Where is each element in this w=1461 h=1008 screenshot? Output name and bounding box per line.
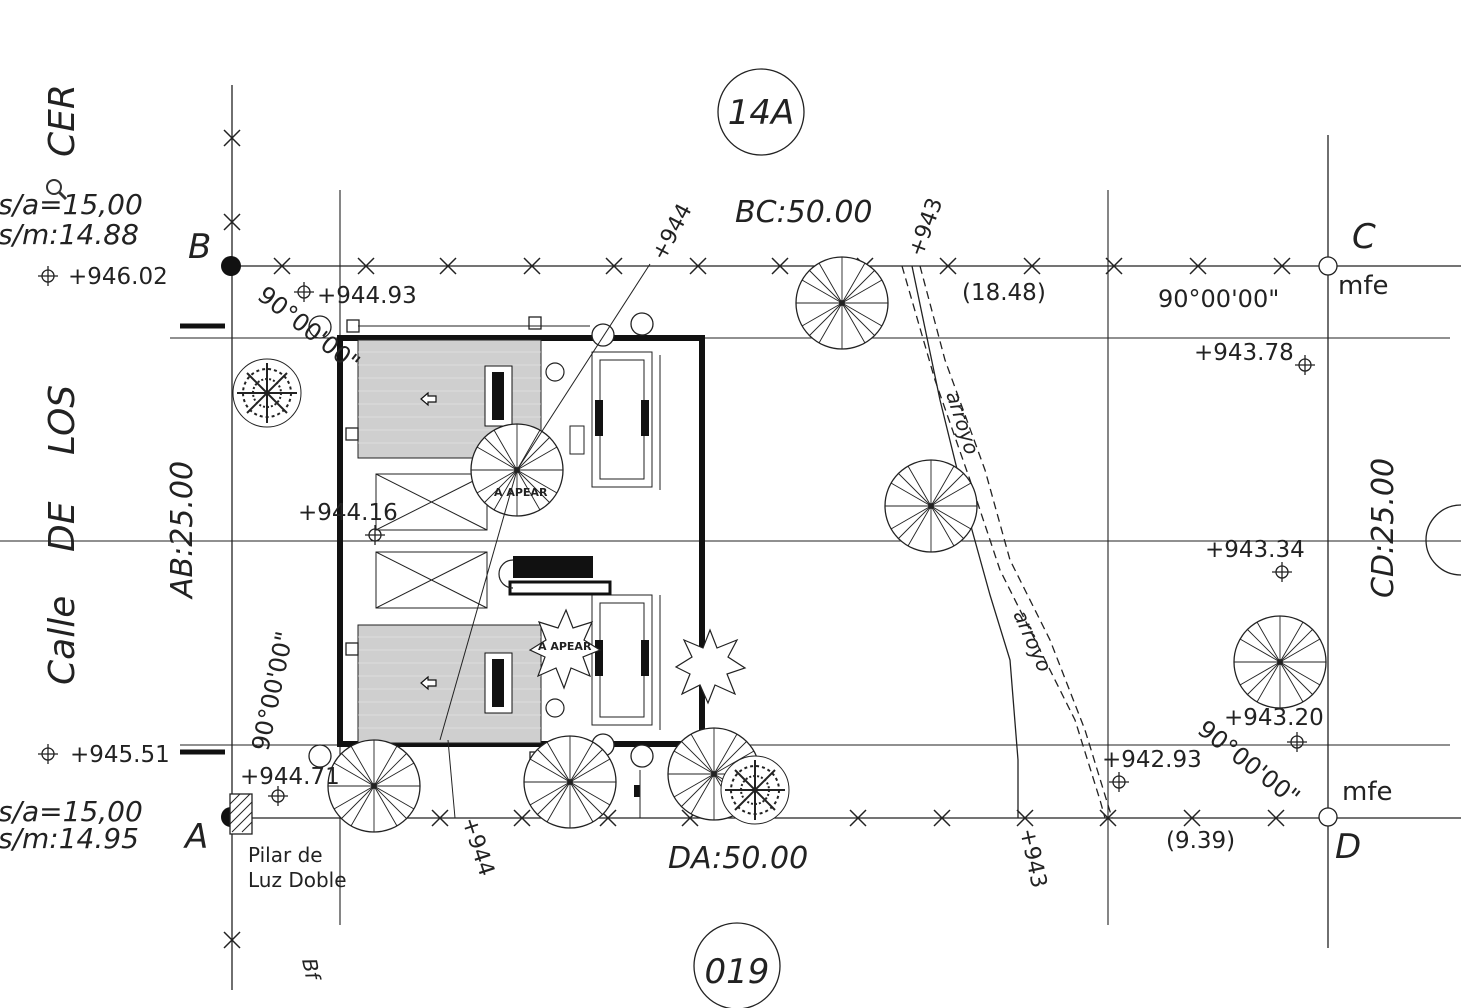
partial-top: (18.48) xyxy=(962,280,1046,306)
tree-note-top: A APEAR xyxy=(494,486,548,499)
vertex-c-dot xyxy=(1318,256,1338,276)
side-ab-label: AB:25.00 xyxy=(165,461,200,600)
street-measure-top: s/m:14.88 xyxy=(0,218,139,251)
leader-line xyxy=(516,263,651,471)
light-pillar-hatch xyxy=(229,793,253,833)
street-word-de: DE xyxy=(42,501,83,552)
lot-circle-right-partial xyxy=(1425,504,1461,576)
lot-circle-top xyxy=(717,68,805,156)
street-word-calle: Calle xyxy=(42,596,83,685)
lot-number-top: 14A xyxy=(728,93,795,133)
building-outline xyxy=(337,335,705,747)
level-a-inner: +944.71 xyxy=(240,764,340,790)
pool-top xyxy=(591,351,661,490)
arrow-icon xyxy=(420,391,437,407)
vertex-b-dot xyxy=(221,256,241,276)
level-mid-left: +944.16 xyxy=(298,500,398,526)
stream-label-upper: arroyo xyxy=(941,388,984,457)
contour-top-944: +944 xyxy=(647,200,697,265)
level-b: +946.02 xyxy=(68,264,168,290)
void-boxes xyxy=(375,473,488,609)
pillar-label-line1: Pilar de xyxy=(248,843,323,867)
angle-a: 90°00'00" xyxy=(246,629,299,753)
side-cd-label: CD:25.00 xyxy=(1366,458,1401,598)
level-bottom-mid: +942.93 xyxy=(1102,747,1202,773)
trees xyxy=(232,256,1327,833)
mfe-label-c: mfe xyxy=(1338,271,1388,301)
angle-c: 90°00'00" xyxy=(1158,285,1279,313)
pillar-label-line2: Luz Doble xyxy=(248,868,347,892)
level-a: +945.51 xyxy=(70,742,170,768)
lot-circle-bottom xyxy=(693,922,781,1008)
street-width-top: s/a=15,00 xyxy=(0,188,143,221)
vertex-d-label: D xyxy=(1335,827,1361,867)
contour-bottom-943: +943 xyxy=(1014,826,1051,890)
level-right-top: +943.78 xyxy=(1194,340,1294,366)
vertex-a-label: A xyxy=(183,817,208,857)
tree-note-bottom: A APEAR xyxy=(538,640,592,653)
lot-number-bottom: 019 xyxy=(705,952,770,992)
vertex-d-dot xyxy=(1318,807,1338,827)
leader-line xyxy=(439,469,518,741)
level-markers xyxy=(37,265,1316,807)
contour-bottom-944: +944 xyxy=(456,814,498,879)
pool-bottom xyxy=(591,594,661,730)
bf-label: Bf xyxy=(297,956,325,984)
level-right-mid: +943.34 xyxy=(1205,537,1305,563)
side-da-label: DA:50.00 xyxy=(668,841,808,876)
arrow-icon xyxy=(420,675,437,691)
side-bc-label: BC:50.00 xyxy=(735,195,873,230)
contour-top-943: +943 xyxy=(904,195,948,260)
partial-bottom: (9.39) xyxy=(1166,828,1235,854)
street-width-bottom: s/a=15,00 xyxy=(0,795,143,828)
street-word-los: LOS xyxy=(42,385,83,455)
stream-label-lower: arroyo xyxy=(1008,606,1056,675)
leader-line xyxy=(447,739,456,819)
level-b-inner: +944.93 xyxy=(317,283,417,309)
vertex-c-label: C xyxy=(1352,217,1376,257)
street-measure-bottom: s/m:14.95 xyxy=(0,822,139,855)
street-word-cer: CER xyxy=(42,84,83,157)
central-fixture xyxy=(498,556,612,596)
vertex-b-label: B xyxy=(188,227,211,267)
stream xyxy=(901,265,1113,819)
magnifier-icon[interactable] xyxy=(46,179,68,201)
roof-bottom xyxy=(357,624,542,744)
mfe-label-d: mfe xyxy=(1342,777,1392,807)
level-right-low: +943.20 xyxy=(1224,705,1324,731)
